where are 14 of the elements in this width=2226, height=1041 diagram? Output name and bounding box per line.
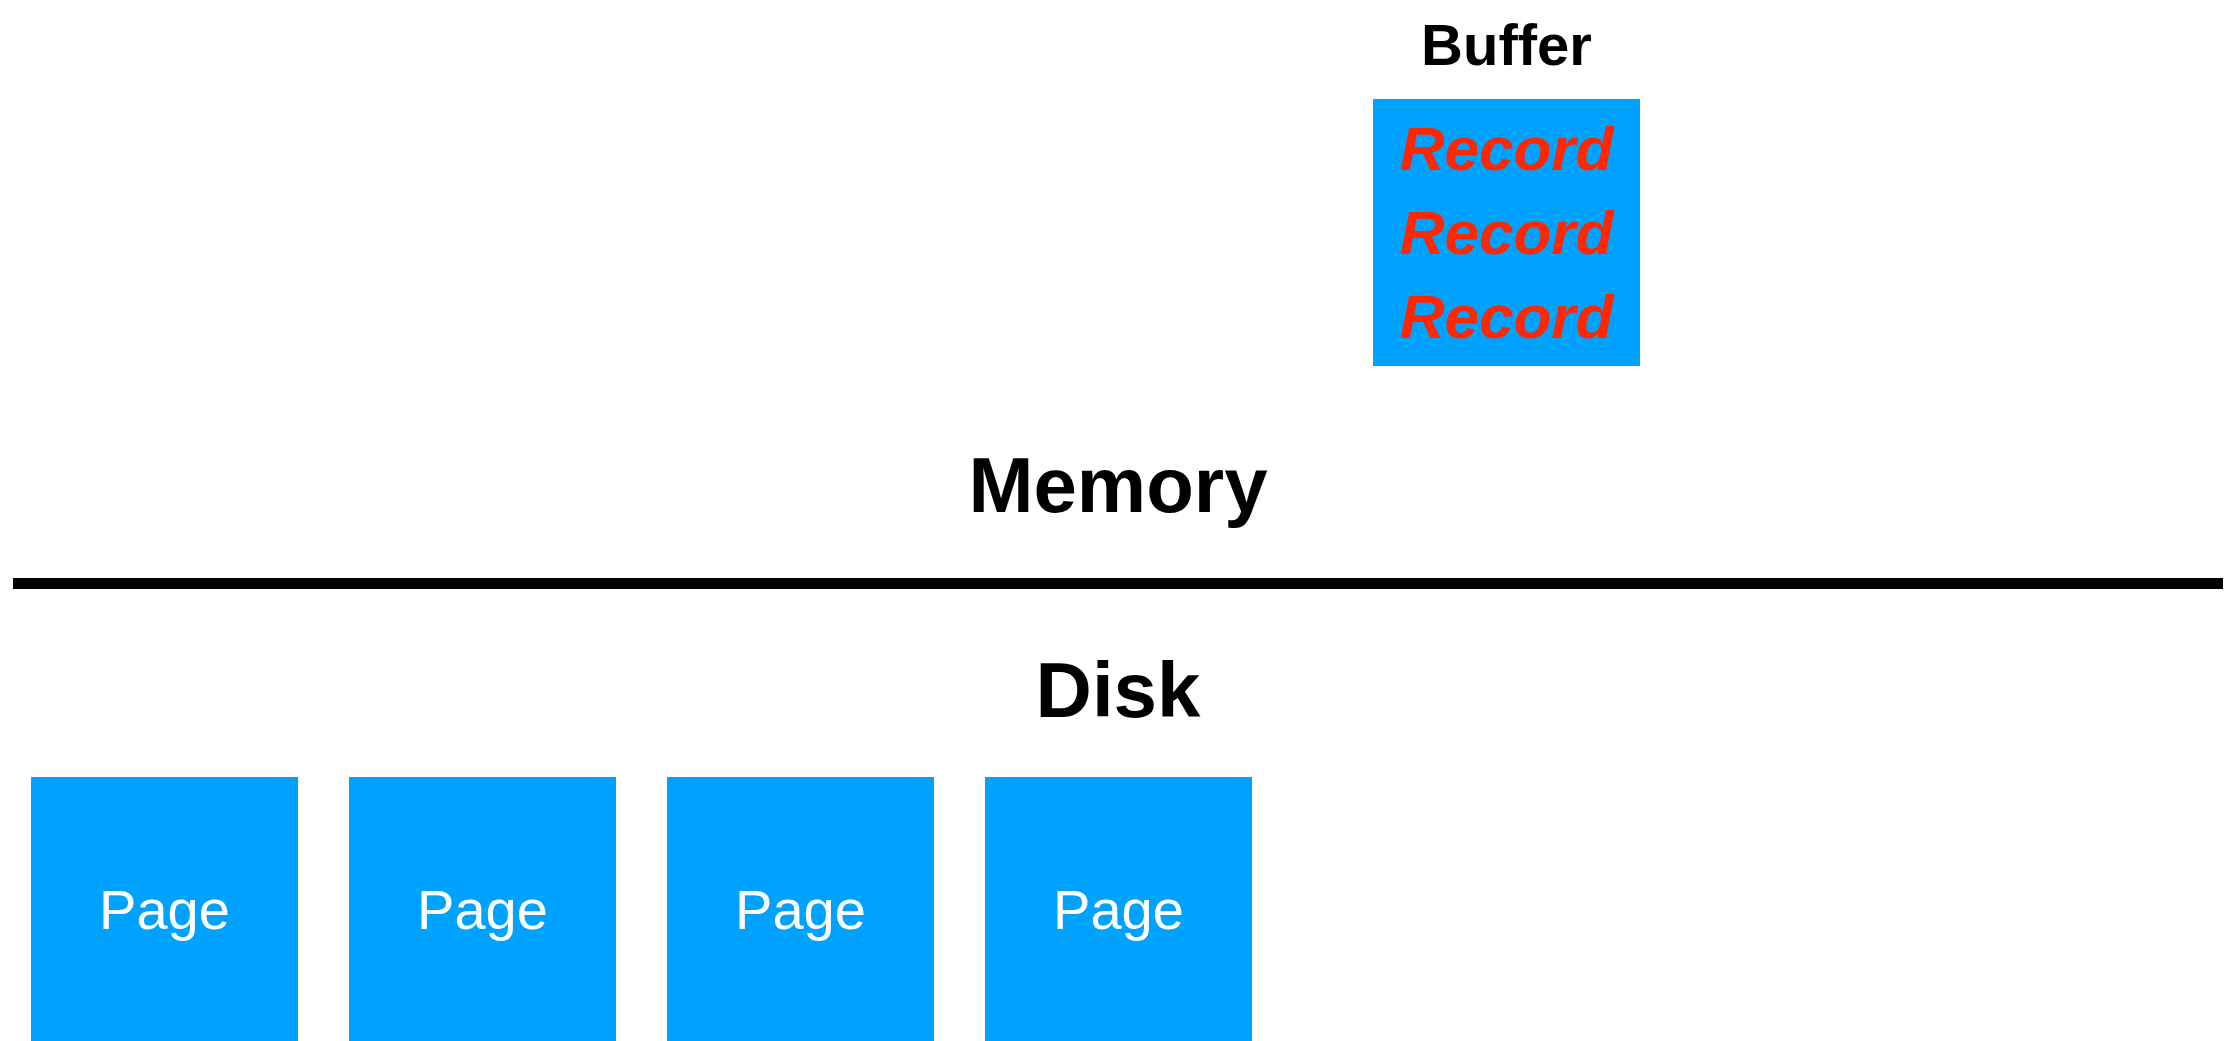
section-label: Memory xyxy=(968,440,1268,530)
page-box xyxy=(31,777,298,1041)
page-box xyxy=(349,777,616,1041)
page-label: Page xyxy=(417,876,548,942)
record-text: Record xyxy=(1399,196,1614,269)
buffer-title: Buffer xyxy=(1421,14,1592,76)
page-label: Page xyxy=(1053,876,1184,942)
page-label: Page xyxy=(99,876,230,942)
page-box xyxy=(985,777,1252,1041)
section-label: Disk xyxy=(1035,645,1201,735)
page-label: Page xyxy=(735,876,866,942)
page-box xyxy=(667,777,934,1041)
record-text: Record xyxy=(1399,280,1614,353)
record-text: Record xyxy=(1399,112,1614,185)
